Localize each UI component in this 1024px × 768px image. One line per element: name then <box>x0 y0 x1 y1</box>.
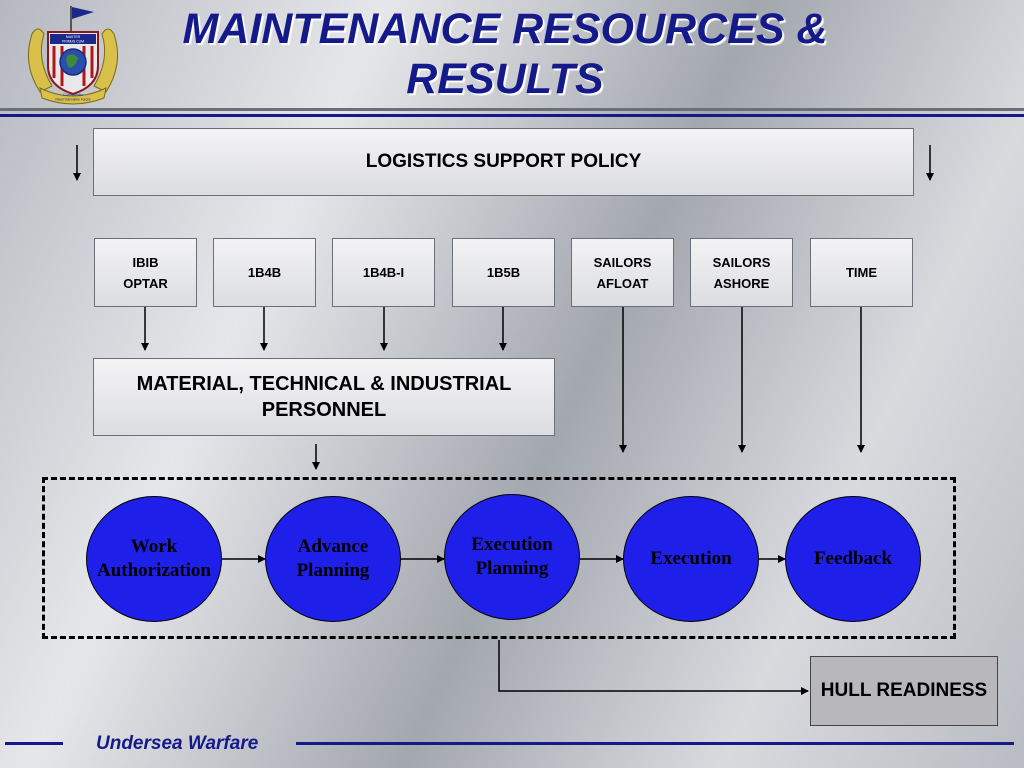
arrow-process-to-hull-readiness <box>498 640 809 695</box>
header-rule-gray <box>0 108 1024 111</box>
input-label-line-1: IBIB <box>132 254 159 270</box>
seal-ribbon-text-2: Naval Submarine Forces <box>55 98 90 102</box>
slide-title: MAINTENANCE RESOURCES & RESULTS <box>160 4 850 104</box>
process-step-feedback: Feedback <box>785 496 921 622</box>
logistics-support-policy-box: LOGISTICS SUPPORT POLICY <box>93 128 914 196</box>
personnel-box: MATERIAL, TECHNICAL & INDUSTRIAL PERSONNE… <box>93 358 555 436</box>
maintenance-process-boundary <box>42 477 956 639</box>
personnel-label-line-2: PERSONNEL <box>261 399 387 421</box>
process-step-execution: Execution <box>623 496 759 622</box>
seal-ribbon-text: Commander <box>63 93 84 97</box>
input-label-line-1: TIME <box>845 265 878 280</box>
step-label-line-1: Execution <box>650 548 732 569</box>
input-label-line-1: 1B5B <box>486 265 521 280</box>
input-label-line-1: SAILORS <box>593 254 652 270</box>
hull-readiness-label: HULL READINESS <box>820 680 988 701</box>
footer-rule-left <box>5 742 63 745</box>
input-box-time: TIME <box>810 238 913 307</box>
seal-text-top: MASTER <box>66 35 81 39</box>
seal-text-top-2: PRIMUS CUM <box>62 40 84 44</box>
step-label-line-2: Authorization <box>97 560 211 581</box>
input-box-ibib-optar: IBIB OPTAR <box>94 238 197 307</box>
input-label-line-2: AFLOAT <box>596 275 649 291</box>
input-box-sailors-ashore: SAILORS ASHORE <box>690 238 793 307</box>
step-label-line-1: Advance <box>297 536 369 557</box>
header-rule-blue <box>0 114 1024 117</box>
input-label-line-1: 1B4B <box>247 265 282 280</box>
input-label-line-1: SAILORS <box>712 254 771 270</box>
input-box-1b5b: 1B5B <box>452 238 555 307</box>
step-label-line-1: Feedback <box>813 548 893 569</box>
slide-title-line-1: MAINTENANCE RESOURCES & <box>182 5 828 53</box>
input-box-1b4b: 1B4B <box>213 238 316 307</box>
hull-readiness-box: HULL READINESS <box>810 656 998 726</box>
input-box-sailors-afloat: SAILORS AFLOAT <box>571 238 674 307</box>
input-box-1b4b-i: 1B4B-I <box>332 238 435 307</box>
input-label-line-1: 1B4B-I <box>362 265 405 280</box>
slide-title-line-2: RESULTS <box>406 55 604 103</box>
footer-rule-right <box>296 742 1014 745</box>
logistics-support-policy-label: LOGISTICS SUPPORT POLICY <box>365 151 642 172</box>
step-label-line-2: Planning <box>475 558 549 579</box>
step-label-line-2: Planning <box>296 560 370 581</box>
footer-label: Undersea Warfare <box>96 733 259 754</box>
input-label-line-2: OPTAR <box>123 275 168 291</box>
step-label-line-1: Execution <box>471 534 553 555</box>
submarine-force-seal-logo: MASTER PRIMUS CUM Commander Naval Submar… <box>27 6 119 105</box>
personnel-label-line-1: MATERIAL, TECHNICAL & INDUSTRIAL <box>136 373 512 395</box>
step-label-line-1: Work <box>130 536 178 557</box>
input-label-line-2: ASHORE <box>713 275 770 291</box>
